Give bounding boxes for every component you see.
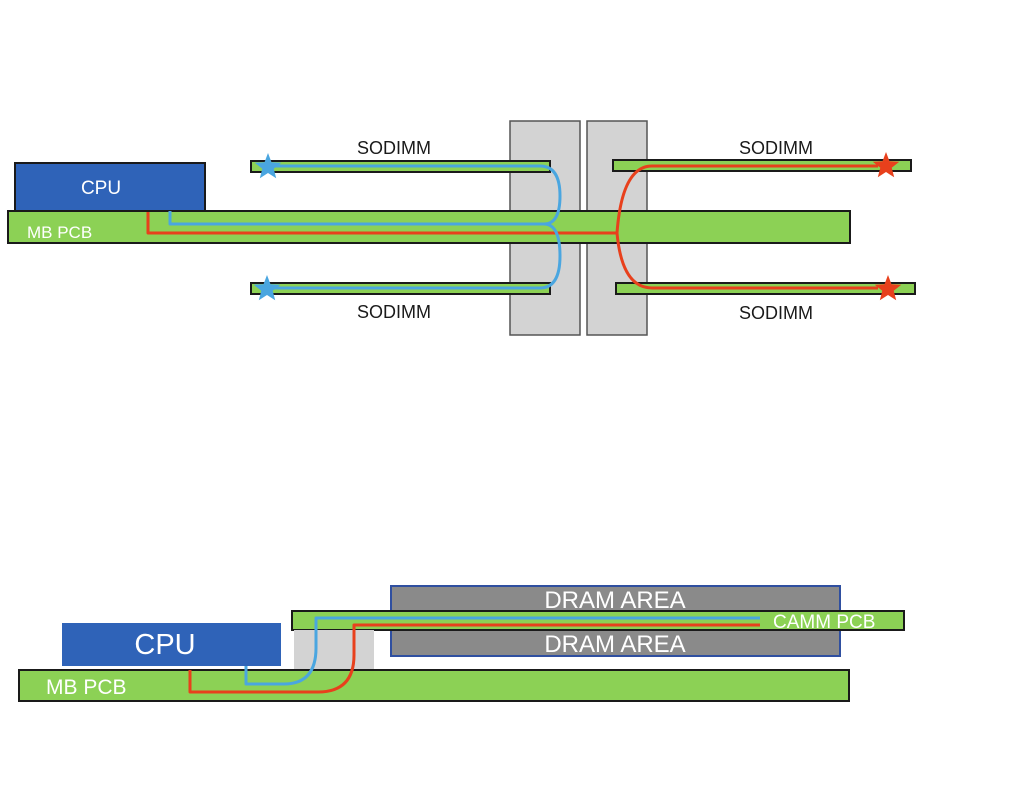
cpu-label-top: CPU: [81, 178, 121, 199]
cpu-bottom: [62, 623, 281, 666]
sodimm-diagram: CPU MB PCB SODIMM SODIMM SODIMM SODIMM: [7, 120, 916, 336]
sodimm-label-top-left: SODIMM: [357, 138, 431, 158]
cpu-label-bottom: CPU: [134, 629, 195, 661]
cpu-top: [14, 162, 206, 212]
red-signal-trace-top: [146, 164, 878, 290]
sodimm-label-top-right: SODIMM: [739, 138, 813, 158]
mb-pcb-bottom: [18, 669, 850, 702]
star-icon-blue-bottom-left: [253, 275, 281, 301]
star-icon-blue-top-left: [254, 153, 282, 179]
sodimm-label-bottom-left: SODIMM: [357, 302, 431, 322]
mb-pcb-top: [7, 210, 851, 244]
mb-pcb-label-bottom: MB PCB: [46, 676, 127, 699]
blue-signal-trace-top: [168, 164, 562, 290]
star-icon-red-top-right: [872, 152, 900, 178]
camm-pcb-label: CAMM PCB: [773, 612, 875, 633]
dram-area-top: [390, 585, 841, 613]
dram-area-bottom-label: DRAM AREA: [544, 631, 685, 658]
red-signal-trace-bottom: [188, 623, 760, 694]
mb-pcb-label-top: MB PCB: [27, 223, 92, 242]
dram-area-bottom: [390, 629, 841, 657]
dram-area-top-label: DRAM AREA: [544, 587, 685, 614]
blue-signal-trace-bottom: [244, 616, 760, 686]
camm-connector: [294, 630, 374, 670]
star-icon-red-bottom-right: [874, 275, 902, 301]
camm-diagram: DRAM AREA DRAM AREA CAMM PCB CPU MB PCB: [18, 585, 905, 702]
sodimm-label-bottom-right: SODIMM: [739, 303, 813, 323]
